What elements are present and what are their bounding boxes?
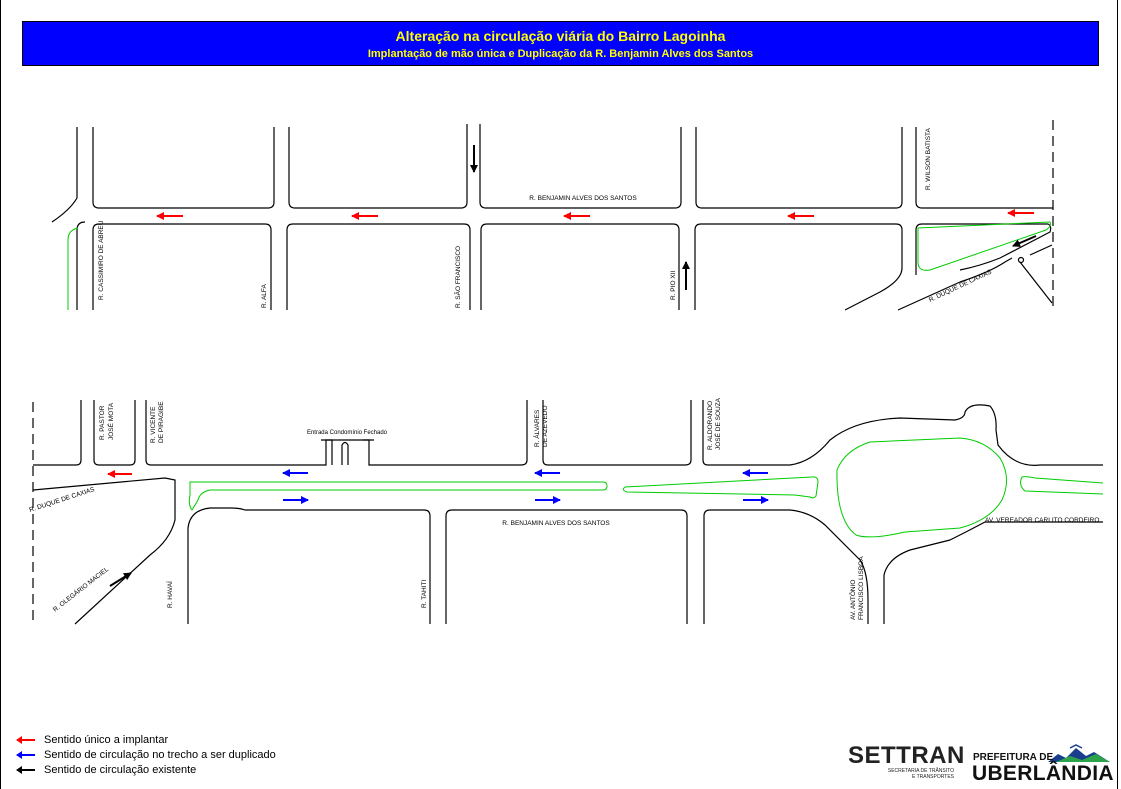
median-bottom-2 <box>622 476 819 499</box>
city-name: UBERLÂNDIA <box>972 762 1114 785</box>
page-subtitle: Implantação de mão única e Duplicação da… <box>367 48 754 60</box>
city-emblem-icon <box>1048 744 1110 762</box>
bottom-map <box>32 400 1103 625</box>
title-banner: Alteração na circulação viária do Bairro… <box>22 21 1099 66</box>
street-label-antonio-1: AV. ANTÔNIO <box>848 580 857 620</box>
legend-label: Sentido de circulação existente <box>44 763 197 776</box>
street-label-duque-bottom: R. DUQUE DE CAXIAS <box>28 486 96 514</box>
settran-logo: SETTRAN SECRETARIA DE TRÂNSITO E TRANSPO… <box>848 742 965 781</box>
street-label-benjamin-top: R. BENJAMIN ALVES DOS SANTOS <box>529 195 637 202</box>
label-condominio: Entrada Condomínio Fechado <box>307 430 388 436</box>
street-label-aldorando-2: JOSÉ DE SOUZA <box>713 397 722 450</box>
street-label-alfa: R. ALFA <box>261 283 268 308</box>
legend-item: Sentido único a implantar <box>16 732 276 747</box>
legend-item: Sentido de circulação existente <box>16 762 276 777</box>
page-border-right <box>1117 0 1118 789</box>
street-label-sao-francisco: R. SÃO FRANCISCO <box>453 246 462 308</box>
existing-arrow-black <box>109 572 132 587</box>
street-label-alvares-2: DE AZEVEDO <box>542 405 549 447</box>
settran-sub-1: SECRETARIA DE TRÂNSITO <box>887 768 954 774</box>
legend-label: Sentido único a implantar <box>44 733 169 746</box>
street-label-vicente-2: DE PIRAGIBE <box>158 401 165 443</box>
street-label-alvares-1: R. ÁLVARES <box>532 409 541 447</box>
roundabout-island <box>836 437 1007 538</box>
median-top-right <box>917 221 1051 271</box>
street-label-pastor-2: JOSÉ MOTA <box>106 402 115 440</box>
street-label-olegario: R. OLEGÁRIO MACIEL <box>51 564 111 613</box>
top-map <box>51 120 1054 311</box>
street-label-havai: R. HAVAÍ <box>165 581 174 608</box>
street-label-vicente-1: R. VICENTE <box>150 406 157 443</box>
settran-wordmark: SETTRAN <box>848 742 965 769</box>
red-arrow-icon <box>16 735 35 744</box>
legend-label: Sentido de circulação no trecho a ser du… <box>44 748 276 761</box>
street-label-cassimiro: R. CASSIMIRO DE ABREU <box>98 220 105 300</box>
street-label-duque-top: R. DUQUE DE CAXIAS <box>928 268 993 303</box>
median-top-left <box>67 227 79 310</box>
median-bottom-1 <box>188 481 608 511</box>
legend-item: Sentido de circulação no trecho a ser du… <box>16 747 276 762</box>
street-label-wilson: R. WILSON BATISTA <box>925 127 932 190</box>
legend: Sentido único a implantar Sentido de cir… <box>16 732 276 777</box>
page-border-left <box>0 0 1 789</box>
street-label-antonio-2: FRANCISCO LISBOA <box>858 556 865 620</box>
page-title: Alteração na circulação viária do Bairro… <box>395 28 726 44</box>
street-label-pastor-1: R. PASTOR <box>99 405 106 440</box>
street-label-benjamin-bottom: R. BENJAMIN ALVES DOS SANTOS <box>502 520 610 527</box>
median-bottom-3 <box>1020 476 1104 495</box>
black-arrow-icon <box>16 765 35 774</box>
street-label-tahiti: R. TAHITI <box>421 580 428 608</box>
existing-arrow-black <box>1012 235 1037 247</box>
street-label-carlito: AV. VEREADOR CARLITO CORDEIRO <box>985 517 1099 524</box>
settran-sub-2: E TRANSPORTES <box>911 774 954 780</box>
street-label-pio-xii: R. PIO XII <box>670 271 677 300</box>
blue-arrow-icon <box>16 750 35 759</box>
street-label-aldorando-1: R. ALDORANDO <box>707 401 714 450</box>
prefeitura-label: PREFEITURA DE <box>973 752 1054 763</box>
